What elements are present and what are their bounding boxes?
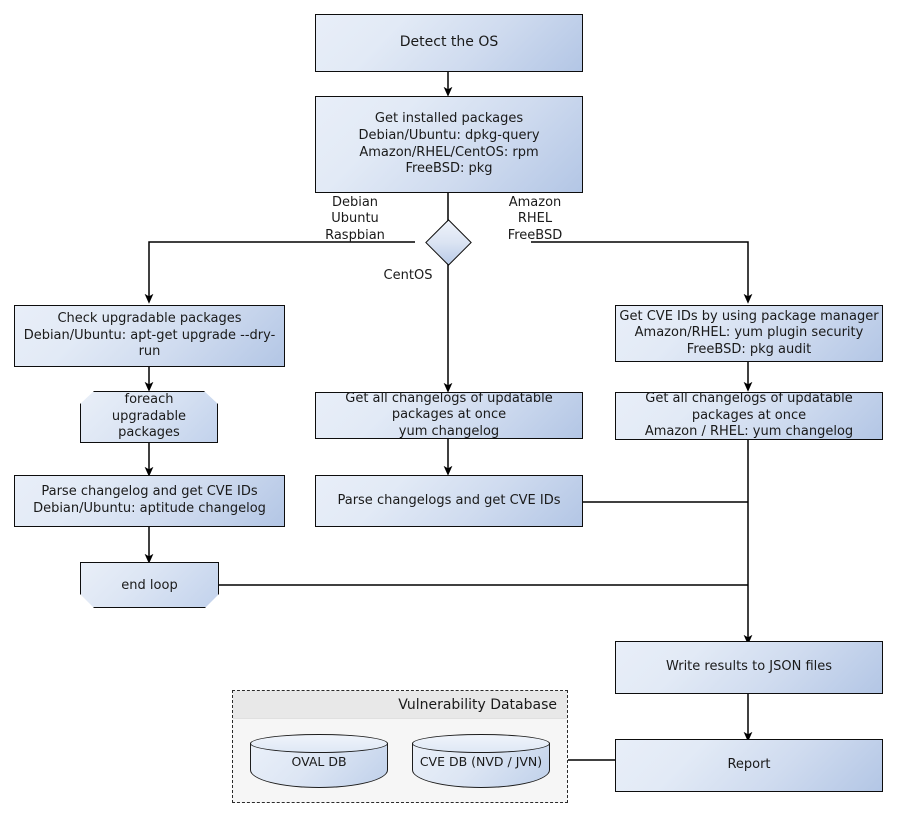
node-get-installed-packages-line1: Get installed packages — [374, 111, 524, 127]
group-vulnerability-database: Vulnerability Database OVAL DB CVE DB (N… — [232, 690, 568, 803]
node-get-installed-packages[interactable]: Get installed packages Debian/Ubuntu: dp… — [315, 96, 583, 193]
db-cylinder-oval-top — [250, 734, 388, 753]
db-cylinder-cve-top — [412, 734, 550, 753]
node-parse-changelogs-centos[interactable]: Parse changelogs and get CVE IDs — [315, 475, 583, 527]
node-get-installed-packages-line2: Debian/Ubuntu: dpkg-query — [358, 127, 540, 143]
node-detect-os-label: Detect the OS — [399, 34, 499, 51]
db-cylinder-cve[interactable]: CVE DB (NVD / JVN) — [412, 734, 550, 788]
edge-label-branch-left: Debian Ubuntu Raspbian — [325, 195, 385, 243]
node-parse-changelog-debian-line1: Parse changelog and get CVE IDs — [41, 484, 258, 500]
group-vulnerability-database-header: Vulnerability Database — [233, 691, 567, 719]
node-foreach-loop[interactable]: foreach upgradable packages — [80, 391, 218, 443]
node-get-cve-ids-pkgmgr-line3: FreeBSD: pkg audit — [686, 341, 812, 357]
node-get-changelogs-centos[interactable]: Get all changelogs of updatable packages… — [315, 390, 583, 439]
node-foreach-loop-line1: foreach — [124, 391, 174, 407]
node-get-changelogs-centos-line1: Get all changelogs of updatable packages… — [345, 390, 553, 423]
node-report-label: Report — [727, 757, 771, 773]
db-cylinder-oval-label: OVAL DB — [291, 753, 347, 769]
node-parse-changelogs-centos-label: Parse changelogs and get CVE IDs — [337, 492, 561, 508]
node-check-upgradable-line2: Debian/Ubuntu: apt-get upgrade --dry-run — [23, 327, 276, 360]
node-write-results-label: Write results to JSON files — [665, 659, 833, 675]
node-get-cve-ids-pkgmgr-line1: Get CVE IDs by using package manager — [619, 308, 879, 324]
node-get-changelogs-amazon[interactable]: Get all changelogs of updatable packages… — [615, 391, 883, 440]
node-check-upgradable[interactable]: Check upgradable packages Debian/Ubuntu:… — [14, 305, 285, 367]
edge-label-branch-center: CentOS — [383, 268, 433, 283]
edge-label-branch-right: Amazon RHEL FreeBSD — [507, 195, 563, 243]
group-vulnerability-database-title: Vulnerability Database — [398, 696, 557, 713]
node-get-cve-ids-pkgmgr-line2: Amazon/RHEL: yum plugin security — [634, 325, 864, 341]
node-get-installed-packages-line4: FreeBSD: pkg — [405, 161, 493, 177]
node-end-loop[interactable]: end loop — [80, 562, 219, 608]
node-check-upgradable-line1: Check upgradable packages — [57, 311, 242, 327]
node-parse-changelog-debian-line2: Debian/Ubuntu: aptitude changelog — [33, 501, 266, 516]
node-get-changelogs-centos-line2: yum changelog — [398, 423, 500, 439]
node-parse-changelog-debian[interactable]: Parse changelog and get CVE IDs Debian/U… — [14, 475, 285, 527]
node-get-cve-ids-pkgmgr[interactable]: Get CVE IDs by using package manager Ama… — [615, 305, 883, 362]
node-get-changelogs-amazon-line2: Amazon / RHEL: yum changelog — [644, 424, 854, 440]
node-get-changelogs-amazon-line1: Get all changelogs of updatable packages… — [645, 391, 853, 423]
node-report[interactable]: Report — [615, 739, 883, 792]
node-end-loop-label: end loop — [121, 577, 178, 593]
db-cylinder-oval[interactable]: OVAL DB — [250, 734, 388, 788]
node-get-installed-packages-line3: Amazon/RHEL/CentOS: rpm — [359, 144, 539, 160]
db-cylinder-cve-label: CVE DB (NVD / JVN) — [419, 753, 543, 769]
node-detect-os[interactable]: Detect the OS — [315, 14, 583, 72]
node-write-results[interactable]: Write results to JSON files — [615, 641, 883, 694]
node-os-decision[interactable] — [425, 219, 472, 266]
node-foreach-loop-line2: upgradable packages — [111, 408, 187, 441]
